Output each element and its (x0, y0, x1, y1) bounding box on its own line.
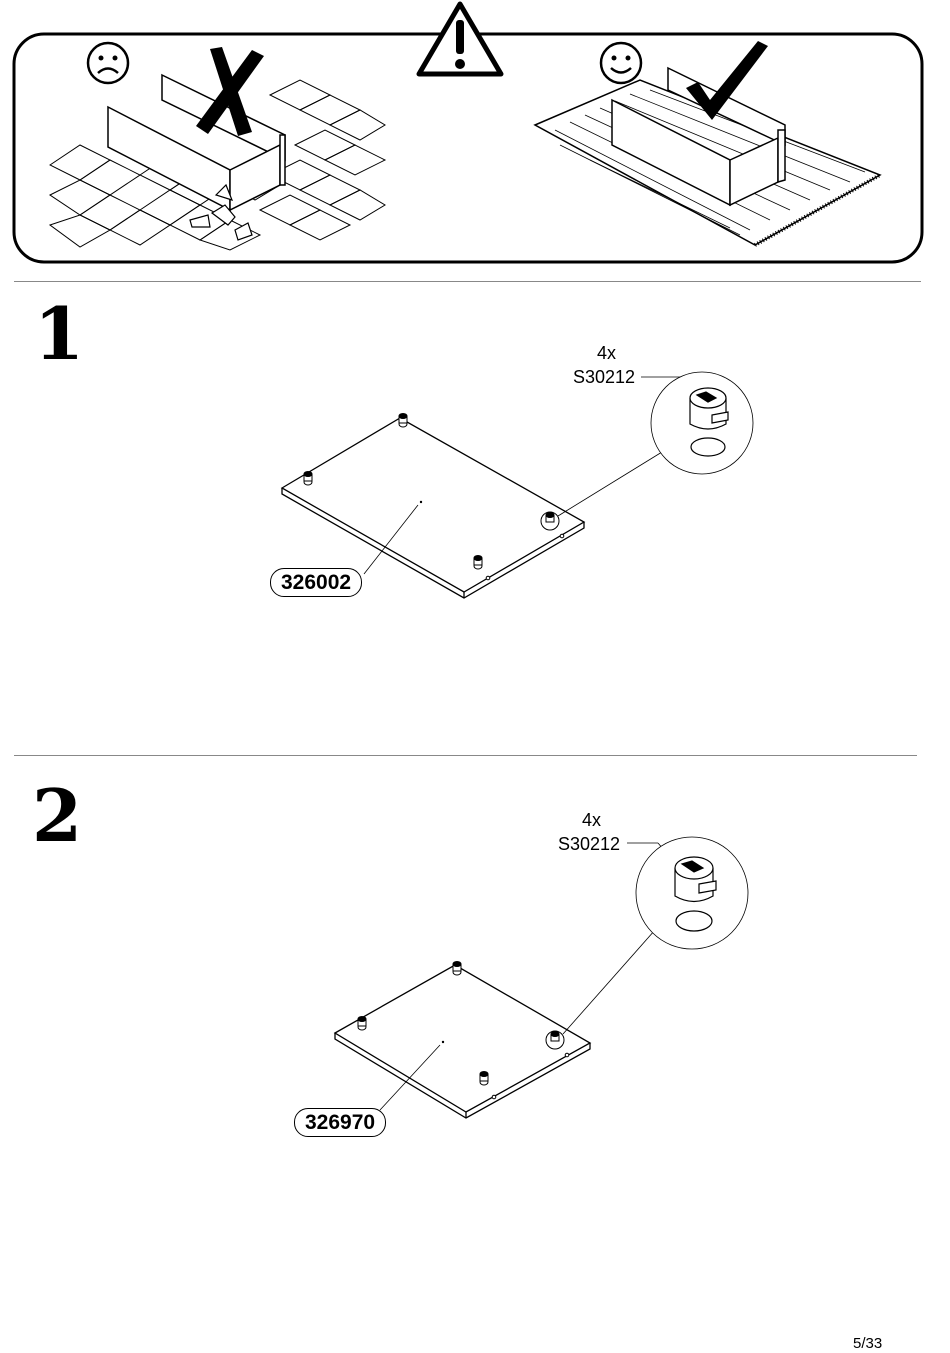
page-number: 5/33 (853, 1335, 882, 1352)
part-number-label: 326970 (294, 1108, 386, 1137)
fitting-quantity: 4x (582, 811, 601, 829)
fitting-code: S30212 (558, 835, 620, 853)
step-2-panel-drawing (0, 0, 950, 1200)
